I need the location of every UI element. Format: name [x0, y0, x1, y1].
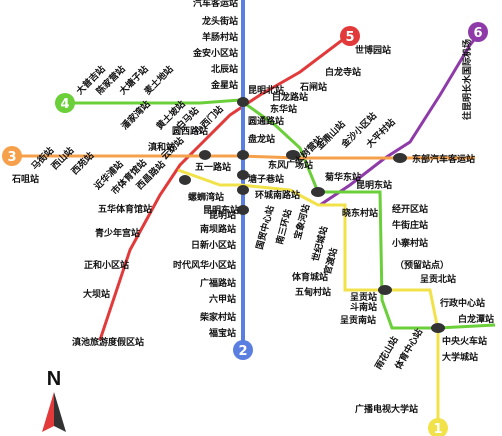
station-label: 滇和站: [148, 141, 175, 153]
station-label: 昆明北站: [248, 84, 284, 96]
station-label: 东风广场站: [268, 159, 313, 171]
station-label: 国贸中心站: [253, 204, 276, 251]
station-label: 菊华东站: [324, 171, 361, 183]
station-label: （预留站点）: [395, 259, 449, 271]
station-label: 羊肠村站: [202, 31, 238, 43]
station-label: 中央火车站: [442, 335, 487, 347]
station-label: 牛街庄站: [392, 219, 428, 231]
station-label: 大学城站: [442, 351, 478, 363]
station-label: 呈贡北站: [420, 273, 456, 285]
station-label: 昆明东站: [356, 179, 392, 191]
station-label: 大坝站: [83, 288, 110, 300]
station-label: 圆西路站: [172, 125, 208, 137]
station-label: 螺蛳湾站: [188, 191, 224, 203]
line-1-track: [177, 168, 440, 430]
station-label: 环城南路站: [255, 189, 300, 201]
line-6-badge: 6: [468, 22, 488, 42]
station-label: 世博园站: [355, 44, 391, 56]
station-label: 昆明东站: [203, 204, 239, 216]
station-label: 盘龙站: [248, 133, 275, 145]
station-label: 五一路站: [195, 161, 231, 173]
station-label: 呈贡南站: [340, 314, 376, 326]
transfer-nodes: [179, 97, 445, 333]
compass: N: [42, 368, 66, 432]
station-label: 广福路站: [200, 277, 236, 289]
station-label: 东华站: [270, 103, 297, 115]
station-label: 宝象河站: [291, 203, 312, 241]
station-label: 青少年宫站: [95, 227, 140, 239]
svg-text:6: 6: [473, 26, 482, 41]
line-6-direction-label: 往昆明长水国际机场: [461, 39, 473, 120]
station-label: 白龙潭站: [458, 313, 494, 325]
line-5-track: [98, 36, 346, 341]
station-label: 金安小区站: [192, 47, 238, 59]
station-label: 小寨村站: [391, 237, 428, 249]
station-label: 石咀站: [11, 173, 39, 185]
station-label: 行政中心站: [439, 297, 485, 309]
station-label: 龙头街站: [201, 15, 238, 27]
station-label: 斗南站: [350, 301, 377, 313]
svg-text:4: 4: [60, 97, 69, 112]
line-1-badge: 1: [428, 418, 448, 436]
station-label: 塘子巷站: [248, 173, 284, 185]
station-label: 经开区站: [392, 203, 428, 215]
station-label: 五甸村站: [295, 286, 331, 298]
station-label: 白龙寺站: [325, 66, 361, 78]
line-1-labels: 五一路站 塘子巷站 环城南路站 晓东村站 国贸中心站 南三环站 宝象河站 世纪城…: [195, 161, 487, 415]
svg-text:5: 5: [345, 30, 354, 45]
station-label: 广播电视大学站: [355, 403, 418, 415]
line-3-badge: 3: [2, 146, 22, 166]
station-label: 五华体育馆站: [98, 203, 152, 215]
svg-text:2: 2: [238, 344, 247, 359]
station-label: 南坝路站: [200, 223, 236, 235]
station-label: 时代风华小区站: [173, 259, 236, 271]
line-6-labels: 往昆明长水国际机场: [461, 39, 473, 120]
line-4-badge: 4: [55, 93, 75, 113]
svg-text:3: 3: [7, 150, 16, 165]
station-label: 福宝站: [208, 327, 236, 339]
station-label: 东部汽车客运站: [412, 153, 475, 165]
station-label: 金星站: [210, 79, 238, 91]
svg-text:1: 1: [433, 422, 442, 436]
station-label: 滇池旅游度假区站: [72, 336, 144, 348]
station-label: 日新小区站: [191, 239, 236, 251]
station-label: 六甲站: [209, 293, 236, 305]
station-label: 石闸站: [299, 81, 327, 93]
station-label: 呈贡站: [350, 291, 377, 303]
station-label: 柴家村站: [199, 311, 236, 323]
station-label: 晓东村站: [342, 207, 378, 219]
station-label: 北辰站: [211, 63, 238, 75]
line-4-track: [70, 98, 496, 330]
line-2-badge: 2: [233, 340, 253, 360]
line-6-track: [319, 34, 480, 207]
line-2-labels: 汽车客运站 龙头街站 羊肠村站 金安小区站 北辰站 金星站 昆明站 南坝路站 日…: [173, 0, 238, 339]
line-5-labels: 世博园站 白龙寺站 石闸站 白龙路站 东华站 圆通路站 盘龙站 滇池旅游度假区站…: [72, 44, 391, 348]
line-5-badge: 5: [340, 26, 360, 46]
station-label: 体育城站: [292, 271, 328, 283]
station-label: 昆明站: [209, 209, 236, 221]
compass-label: N: [47, 368, 61, 390]
station-label: 体育中心站: [392, 327, 425, 372]
station-label: 南三环站: [273, 208, 294, 246]
station-label: 白龙路站: [272, 91, 308, 103]
station-label: 汽车客运站: [193, 0, 238, 9]
station-label: 正和小区站: [84, 259, 129, 271]
station-label: 圆通路站: [248, 115, 284, 127]
station-label: 官渡站: [321, 247, 340, 276]
